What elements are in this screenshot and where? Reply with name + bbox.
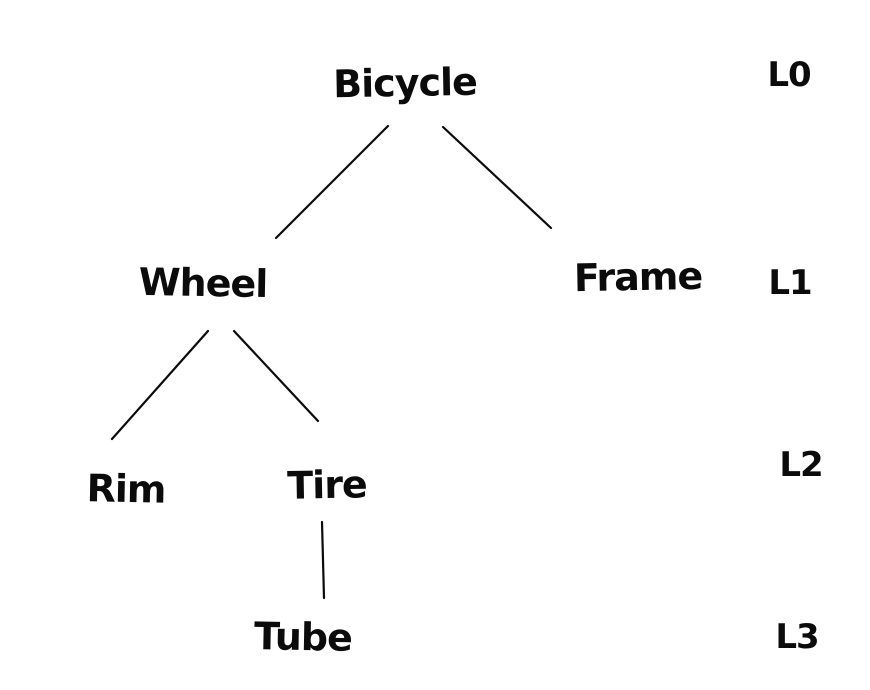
edge-wheel-rim [110,329,210,441]
node-wheel: Wheel [138,259,268,307]
edge-bicycle-wheel [274,124,390,240]
node-tube: Tube [253,614,353,660]
node-tire: Tire [286,462,368,508]
node-rim: Rim [86,466,166,512]
level-label-l3: L3 [775,617,819,657]
node-bicycle: Bicycle [332,59,478,107]
level-label-l1: L1 [768,263,812,303]
level-label-l2: L2 [779,445,823,485]
edge-bicycle-frame [441,125,553,230]
node-frame: Frame [573,253,703,301]
edge-tire-tube [320,520,326,600]
edge-wheel-tire [232,329,320,423]
level-label-l0: L0 [767,55,811,95]
